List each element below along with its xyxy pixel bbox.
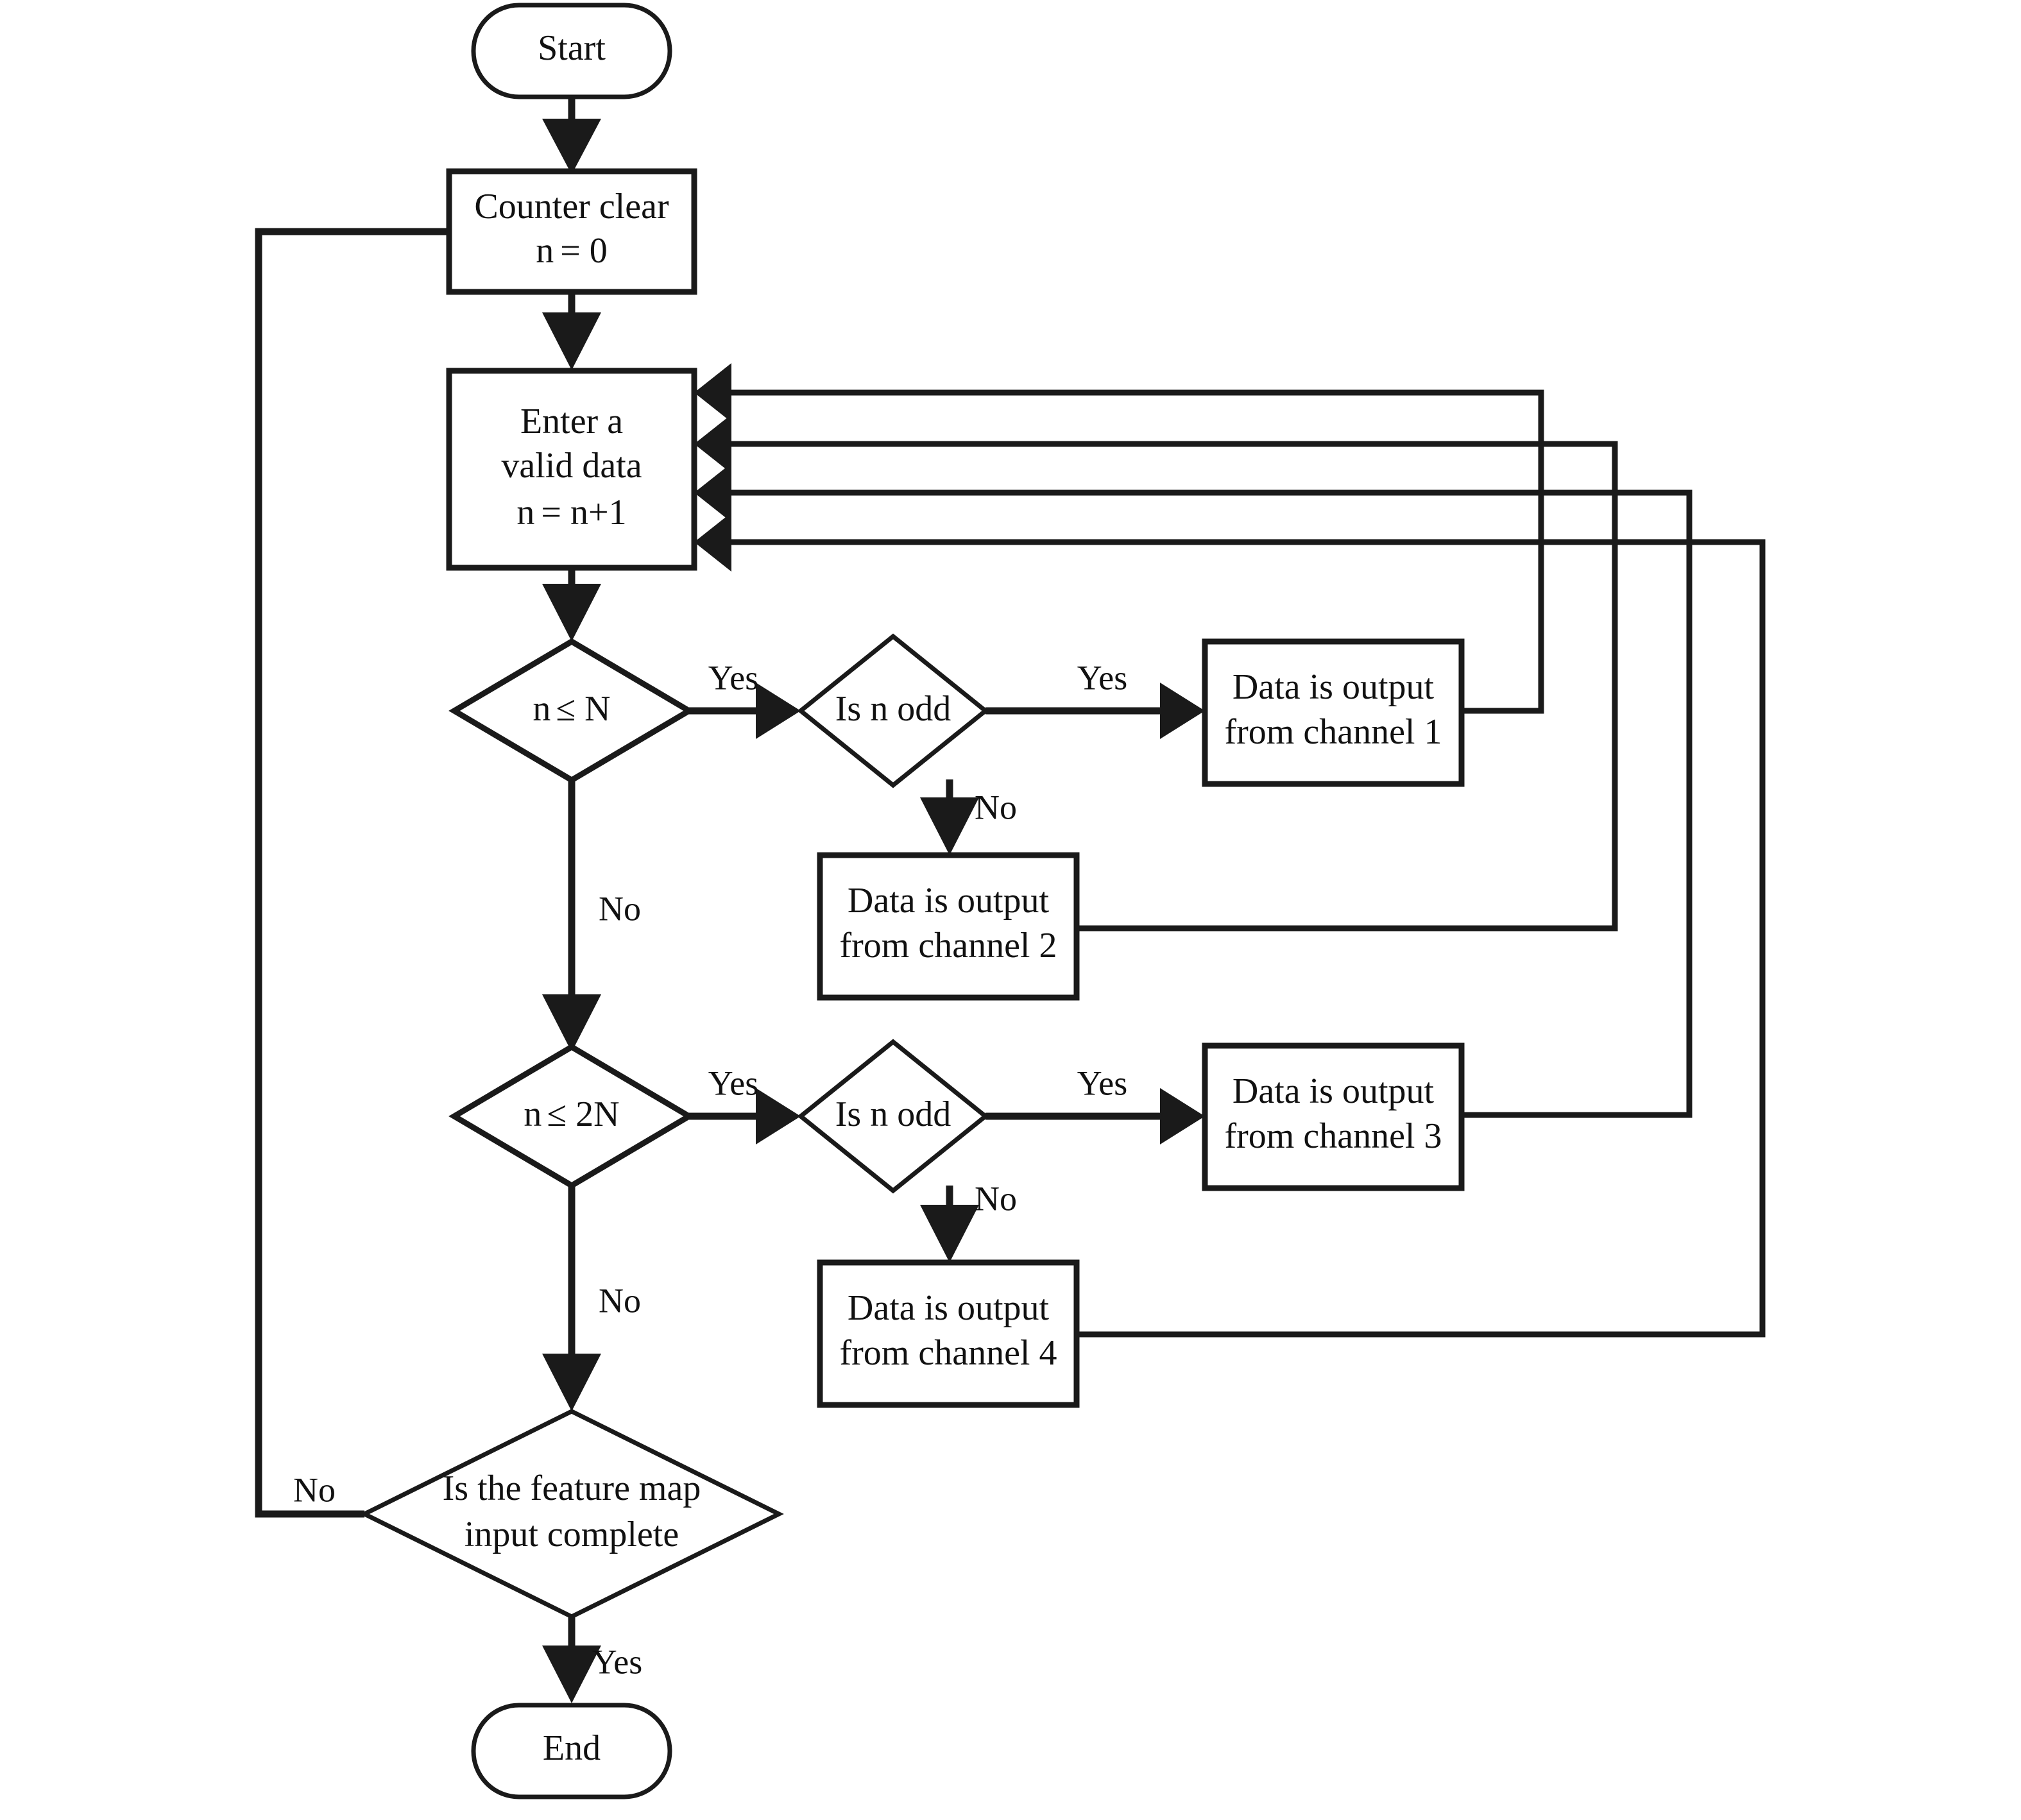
node-channel1-line1: Data is output <box>1232 667 1435 707</box>
edge-n-le-N-yes <box>689 683 801 739</box>
decide-n-le-N-var: n <box>533 689 550 729</box>
edge-channel1-feedback <box>694 363 1544 714</box>
decide-n-le-2N-var: n <box>524 1094 541 1134</box>
node-start-label: Start <box>538 28 606 68</box>
edge-n-le-2N-yes <box>689 1088 801 1144</box>
decide-n-le-2N-rest: ≤ 2N <box>547 1094 619 1134</box>
node-channel4[interactable]: Data is output from channel 4 <box>817 1259 1080 1408</box>
node-enter-data-line2: valid data <box>501 446 642 486</box>
node-decide-n-le-2N-label: n≤ 2N <box>524 1094 619 1134</box>
edge-enter-data-to-decide-n-le-N <box>542 568 601 642</box>
edge-odd1-no <box>920 779 979 855</box>
edge-label-complete-no: No <box>293 1470 336 1509</box>
node-channel3-line2: from channel 3 <box>1225 1116 1442 1156</box>
edge-label-odd2-yes: Yes <box>1077 1064 1128 1102</box>
edge-channel3-feedback <box>694 463 1693 1118</box>
odd2-prefix: Is <box>835 1094 870 1134</box>
node-decide-odd-2-label: Is n odd <box>835 1094 951 1134</box>
edge-label-n-le-2N-yes: Yes <box>708 1064 759 1102</box>
counter-clear-var: n <box>536 231 554 271</box>
counter-clear-rest: = 0 <box>560 231 608 271</box>
decide-n-le-N-rest: ≤ N <box>556 689 610 729</box>
node-counter-clear-line1: Counter clear <box>474 187 669 226</box>
node-decide-odd-2[interactable]: Is n odd <box>797 1039 989 1194</box>
odd2-var: n <box>870 1094 888 1134</box>
node-channel1[interactable]: Data is output from channel 1 <box>1202 638 1465 787</box>
edge-channel2-feedback <box>694 414 1618 931</box>
edge-odd1-yes <box>985 683 1205 739</box>
node-channel2-line1: Data is output <box>848 881 1050 921</box>
node-decide-odd-1-label: Is n odd <box>835 689 951 729</box>
node-counter-clear[interactable]: Counter clear n= 0 <box>446 168 697 295</box>
node-counter-clear-line2: n= 0 <box>536 231 608 271</box>
node-channel3-line1: Data is output <box>1232 1071 1435 1111</box>
odd1-prefix: Is <box>835 689 870 729</box>
edge-odd2-yes <box>985 1088 1205 1144</box>
node-channel2-line2: from channel 2 <box>840 926 1057 965</box>
node-channel2[interactable]: Data is output from channel 2 <box>817 852 1080 1001</box>
edge-odd2-no <box>920 1186 979 1263</box>
node-enter-data[interactable]: Enter a valid data n= n+1 <box>446 368 697 571</box>
edge-label-n-le-2N-no: No <box>599 1281 641 1320</box>
node-decide-complete[interactable]: Is the feature map input complete <box>359 1409 784 1619</box>
edge-label-odd1-yes: Yes <box>1077 658 1128 697</box>
node-decide-complete-line2: input complete <box>465 1515 679 1554</box>
edge-channel4-feedback <box>694 513 1766 1338</box>
node-decide-n-le-N[interactable]: n≤ N <box>448 638 695 784</box>
node-end[interactable]: End <box>471 1703 672 1799</box>
odd2-suffix: odd <box>888 1094 951 1134</box>
edge-label-n-le-N-no: No <box>599 889 641 928</box>
edge-label-odd1-no: No <box>975 788 1017 826</box>
edge-label-n-le-N-yes: Yes <box>708 658 759 697</box>
node-channel1-line2: from channel 1 <box>1225 712 1442 752</box>
odd1-suffix: odd <box>888 689 951 729</box>
node-start[interactable]: Start <box>471 3 672 99</box>
node-channel3[interactable]: Data is output from channel 3 <box>1202 1042 1465 1191</box>
edge-n-le-2N-no <box>542 1186 601 1411</box>
node-decide-n-le-2N[interactable]: n≤ 2N <box>448 1043 695 1189</box>
edge-start-to-counter-clear <box>542 96 601 174</box>
node-channel4-line1: Data is output <box>848 1288 1050 1328</box>
edge-label-odd2-no: No <box>975 1179 1017 1218</box>
edge-complete-yes <box>542 1617 601 1703</box>
edge-counter-clear-to-enter-data <box>542 292 601 370</box>
node-channel4-line2: from channel 4 <box>840 1333 1057 1373</box>
edge-label-complete-yes: Yes <box>592 1642 643 1681</box>
node-decide-odd-1[interactable]: Is n odd <box>797 633 989 788</box>
node-decide-n-le-N-label: n≤ N <box>533 689 610 729</box>
node-enter-data-line1: Enter a <box>520 402 623 441</box>
edge-n-le-N-no <box>542 780 601 1052</box>
enter-data-var: n <box>516 493 534 532</box>
node-end-label: End <box>543 1728 601 1768</box>
node-enter-data-line3: n= n+1 <box>516 493 626 532</box>
node-decide-complete-line1: Is the feature map <box>443 1468 701 1508</box>
enter-data-rest: = n+1 <box>541 493 626 532</box>
odd1-var: n <box>870 689 888 729</box>
